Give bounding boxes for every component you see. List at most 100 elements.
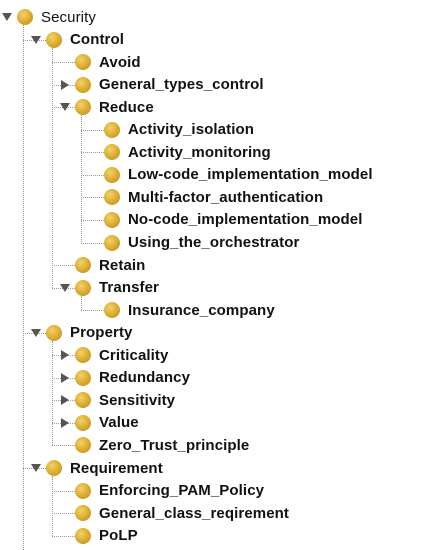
class-node-icon <box>104 211 120 228</box>
collapse-arrow-icon[interactable] <box>61 79 69 90</box>
tree-node-label[interactable]: Activity_monitoring <box>128 143 271 161</box>
tree-node[interactable]: Insurance_company <box>104 299 275 321</box>
class-node-icon <box>75 99 91 116</box>
tree-connector <box>52 490 75 492</box>
class-node-icon <box>75 279 91 296</box>
tree-guide-line <box>81 295 82 311</box>
class-node-icon <box>104 166 120 183</box>
class-node-icon <box>104 234 120 251</box>
class-node-icon <box>46 460 62 476</box>
tree-node-label[interactable]: General_class_reqirement <box>99 504 290 522</box>
tree-node[interactable]: Requirement <box>46 457 163 479</box>
tree-node-label[interactable]: Avoid <box>99 53 141 71</box>
class-node-icon <box>104 121 120 138</box>
class-node-icon <box>75 257 91 274</box>
tree-node[interactable]: Multi-factor_authentication <box>104 186 323 208</box>
tree-connector <box>81 174 104 176</box>
class-node-icon <box>75 347 91 364</box>
tree-node-label[interactable]: Control <box>70 31 125 49</box>
tree-node[interactable]: Using_the_orchestrator <box>104 232 299 254</box>
tree-node[interactable]: Zero_Trust_principle <box>75 434 249 456</box>
tree-node[interactable]: Control <box>46 29 124 51</box>
expand-arrow-icon[interactable] <box>2 13 12 21</box>
tree-connector <box>81 129 104 131</box>
class-node-icon <box>75 482 91 499</box>
tree-node-label[interactable]: Insurance_company <box>128 301 275 319</box>
class-node-icon <box>104 189 120 206</box>
tree-node-label[interactable]: Sensitivity <box>99 391 176 409</box>
tree-node[interactable]: Avoid <box>75 51 141 73</box>
tree-node[interactable]: Redundancy <box>75 367 190 389</box>
tree-node-label[interactable]: Multi-factor_authentication <box>128 188 324 206</box>
class-node-icon <box>46 31 62 48</box>
tree-node-label[interactable]: Criticality <box>99 346 169 364</box>
collapse-arrow-icon[interactable] <box>61 350 69 361</box>
collapse-arrow-icon[interactable] <box>61 372 69 383</box>
tree-node[interactable]: Criticality <box>75 344 168 366</box>
tree-connector <box>52 535 75 537</box>
tree-guide-line <box>23 25 24 550</box>
class-node-icon <box>17 9 33 25</box>
tree-node-label[interactable]: Security <box>41 8 96 26</box>
tree-connector <box>81 197 104 199</box>
expand-arrow-icon[interactable] <box>60 103 70 112</box>
tree-connector <box>81 152 104 154</box>
tree-node[interactable]: PoLP <box>75 525 138 547</box>
tree-node[interactable]: Reduce <box>75 96 154 118</box>
tree-node[interactable]: Property <box>46 322 133 344</box>
tree-node[interactable]: Value <box>75 412 139 434</box>
tree-connector <box>81 219 104 221</box>
class-node-icon <box>46 324 62 341</box>
tree-guide-line <box>52 47 53 288</box>
tree-node-label[interactable]: Reduce <box>99 98 154 116</box>
tree-node[interactable]: General_class_reqirement <box>75 502 289 524</box>
tree-node-label[interactable]: Using_the_orchestrator <box>128 234 300 251</box>
tree-connector <box>52 62 75 64</box>
tree-node-label[interactable]: Requirement <box>70 459 163 477</box>
tree-node[interactable]: Retain <box>75 254 145 276</box>
class-node-icon <box>75 437 91 454</box>
tree-node[interactable]: Transfer <box>75 277 159 299</box>
tree-connector <box>81 310 104 312</box>
tree-node[interactable]: No-code_implementation_model <box>104 209 363 231</box>
tree-node-label[interactable]: Property <box>70 324 133 342</box>
class-node-icon <box>75 392 91 409</box>
tree-node-label[interactable]: General_types_control <box>99 76 264 94</box>
tree-node[interactable]: Activity_isolation <box>104 119 254 141</box>
class-node-icon <box>75 76 91 93</box>
class-node-icon <box>75 505 91 522</box>
tree-node-label[interactable]: Low-code_implementation_model <box>128 166 373 184</box>
tree-node-label[interactable]: Enforcing_PAM_Policy <box>99 482 265 500</box>
tree-node-label[interactable]: Transfer <box>99 279 159 297</box>
tree-node-label[interactable]: Redundancy <box>99 369 191 387</box>
tree-guide-line <box>52 340 53 446</box>
class-node-icon <box>75 414 91 431</box>
collapse-arrow-icon[interactable] <box>61 395 69 406</box>
tree-node[interactable]: Low-code_implementation_model <box>104 164 373 186</box>
tree-node-label[interactable]: PoLP <box>99 527 138 545</box>
tree-node-label[interactable]: No-code_implementation_model <box>128 211 363 229</box>
tree-node-label[interactable]: Value <box>99 414 139 432</box>
class-node-icon <box>75 527 91 544</box>
tree-node[interactable]: Enforcing_PAM_Policy <box>75 480 264 502</box>
collapse-arrow-icon[interactable] <box>61 417 69 428</box>
tree-connector <box>52 265 75 267</box>
tree-guide-line <box>81 115 82 243</box>
tree-node-label[interactable]: Retain <box>99 256 146 274</box>
tree-node[interactable]: Activity_monitoring <box>104 141 271 163</box>
tree-node-label[interactable]: Zero_Trust_principle <box>99 436 250 454</box>
tree-connector <box>52 445 75 447</box>
tree-connector <box>81 242 104 244</box>
class-node-icon <box>75 369 91 386</box>
tree-node[interactable]: Security <box>17 6 96 28</box>
expand-arrow-icon[interactable] <box>60 283 70 292</box>
tree-node[interactable]: Sensitivity <box>75 389 175 411</box>
expand-arrow-icon[interactable] <box>31 35 41 44</box>
expand-arrow-icon[interactable] <box>31 464 41 472</box>
tree-guide-line <box>52 476 53 536</box>
expand-arrow-icon[interactable] <box>31 328 41 337</box>
class-node-icon <box>75 54 91 71</box>
tree-node-label[interactable]: Activity_isolation <box>128 121 254 139</box>
tree-node[interactable]: General_types_control <box>75 74 264 96</box>
